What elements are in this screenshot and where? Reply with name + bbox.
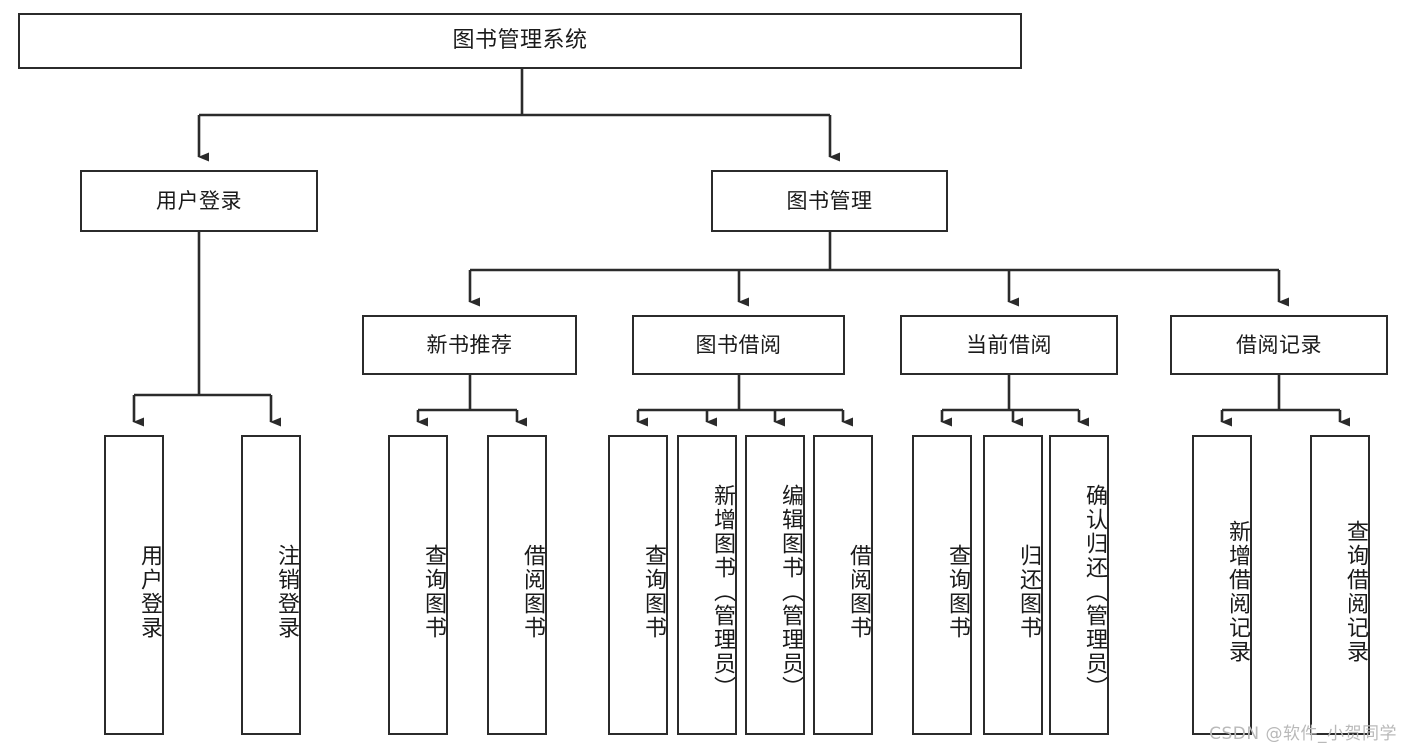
node-leaf-leaf-query-book-1[interactable]: 查询图书 — [388, 435, 448, 735]
node-leaf-label: 查询借阅记录 — [1343, 520, 1368, 664]
node-leaf-leaf-query-book-2[interactable]: 查询图书 — [608, 435, 668, 735]
node-leaf-label: 借阅图书 — [520, 544, 545, 640]
watermark-text: CSDN @软件_小贺同学 — [1209, 724, 1397, 744]
node-leaf-label: 借阅图书 — [846, 544, 871, 640]
node-leaf-label: 新增借阅记录 — [1225, 520, 1250, 664]
node-level3-book-borrow[interactable]: 图书借阅 — [632, 315, 845, 375]
node-leaf-leaf-logout[interactable]: 注销登录 — [241, 435, 301, 735]
node-leaf-leaf-return-book[interactable]: 归还图书 — [983, 435, 1043, 735]
node-leaf-label: 查询图书 — [945, 544, 970, 640]
node-leaf-leaf-borrow-book-1[interactable]: 借阅图书 — [487, 435, 547, 735]
node-leaf-leaf-edit-book[interactable]: 编辑图书（管理员） — [745, 435, 805, 735]
node-level3-new-book-recommend[interactable]: 新书推荐 — [362, 315, 577, 375]
node-root[interactable]: 图书管理系统 — [18, 13, 1022, 69]
node-level3-borrow-record[interactable]: 借阅记录 — [1170, 315, 1388, 375]
node-leaf-leaf-add-book[interactable]: 新增图书（管理员） — [677, 435, 737, 735]
node-level2-label: 图书管理 — [786, 188, 873, 213]
node-level3-label: 借阅记录 — [1236, 332, 1322, 357]
node-leaf-label: 归还图书 — [1016, 544, 1041, 640]
node-leaf-label: 查询图书 — [641, 544, 666, 640]
node-root-label: 图书管理系统 — [452, 28, 588, 54]
node-level2-user-login[interactable]: 用户登录 — [80, 170, 318, 232]
node-level3-label: 图书借阅 — [695, 332, 782, 357]
node-leaf-leaf-borrow-book-2[interactable]: 借阅图书 — [813, 435, 873, 735]
node-leaf-label: 用户登录 — [137, 544, 162, 640]
node-level2-label: 用户登录 — [156, 188, 242, 213]
node-leaf-label: 查询图书 — [421, 544, 446, 640]
node-level3-label: 新书推荐 — [426, 332, 513, 357]
node-level2-book-manage[interactable]: 图书管理 — [711, 170, 948, 232]
node-leaf-leaf-add-record[interactable]: 新增借阅记录 — [1192, 435, 1252, 735]
node-leaf-leaf-query-book-3[interactable]: 查询图书 — [912, 435, 972, 735]
node-level3-current-borrow[interactable]: 当前借阅 — [900, 315, 1118, 375]
node-leaf-leaf-confirm-return[interactable]: 确认归还（管理员） — [1049, 435, 1109, 735]
node-leaf-leaf-user-login[interactable]: 用户登录 — [104, 435, 164, 735]
node-leaf-label: 确认归还（管理员） — [1082, 484, 1107, 700]
node-leaf-leaf-query-record[interactable]: 查询借阅记录 — [1310, 435, 1370, 735]
node-leaf-label: 新增图书（管理员） — [710, 484, 735, 700]
node-leaf-label: 注销登录 — [274, 544, 299, 640]
node-leaf-label: 编辑图书（管理员） — [778, 484, 803, 700]
node-level3-label: 当前借阅 — [966, 332, 1052, 357]
